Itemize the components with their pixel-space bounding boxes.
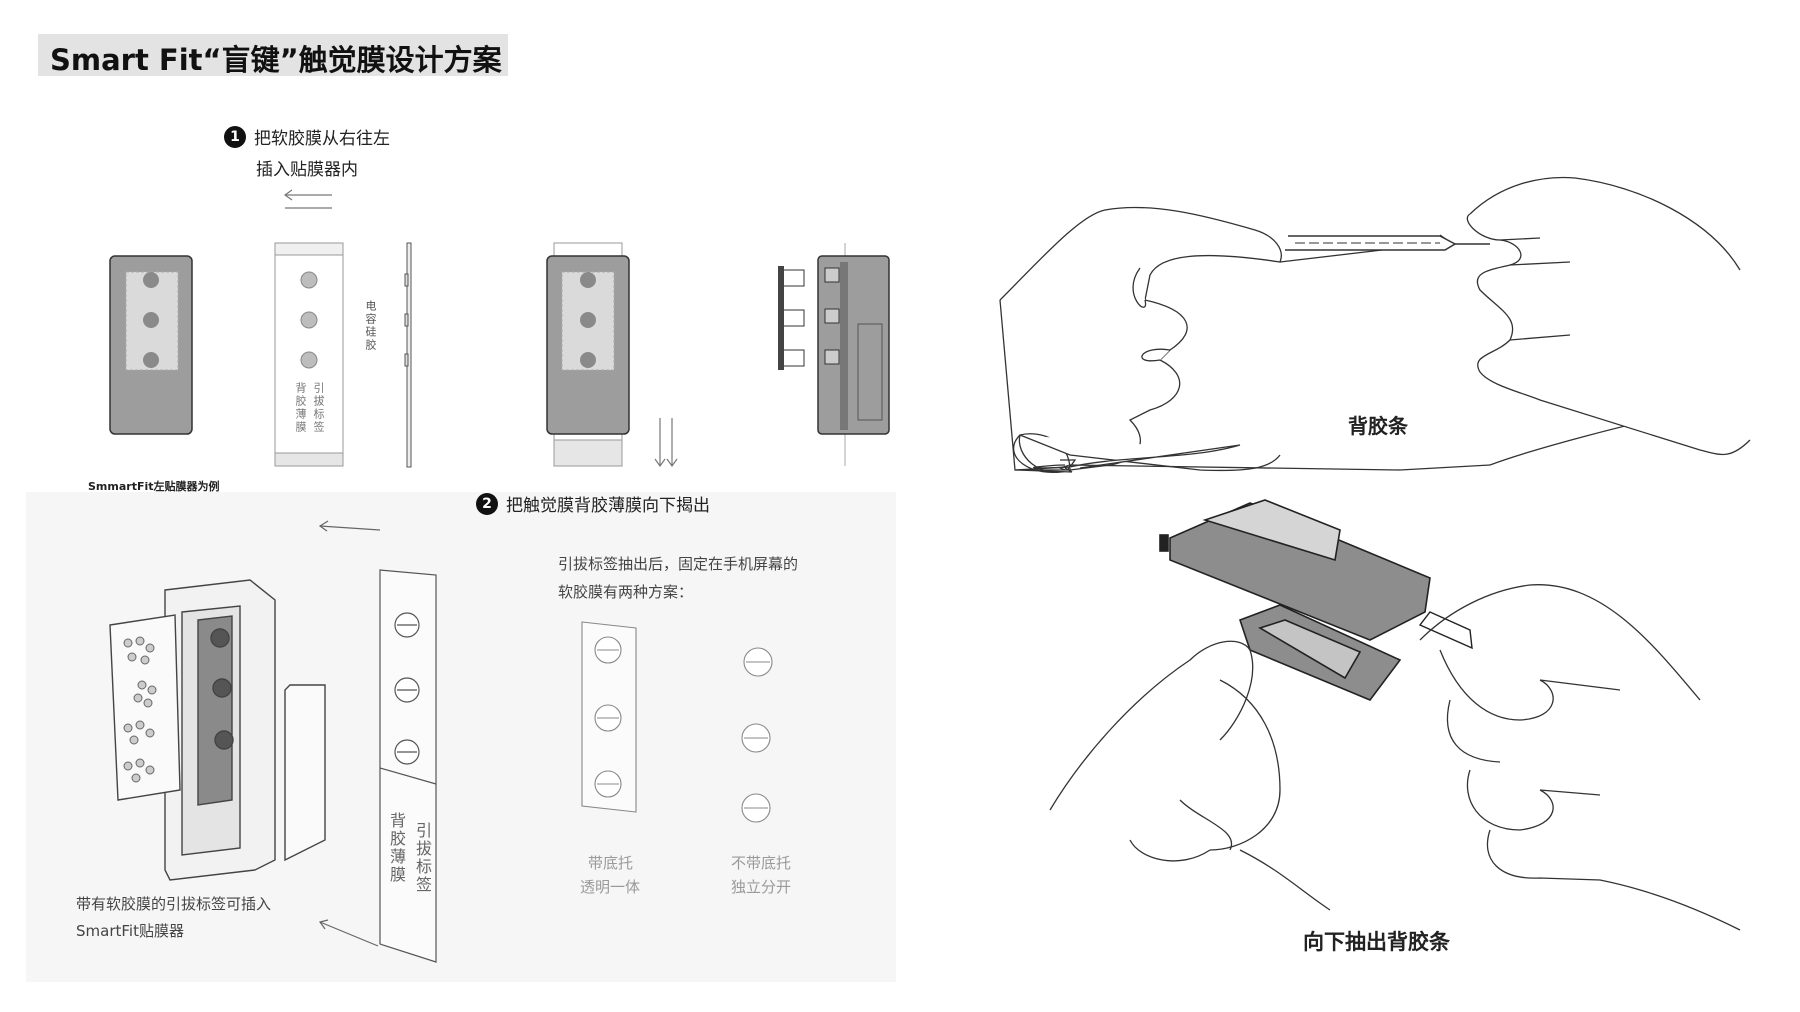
option2-label-line2: 独立分开 [731,878,792,896]
options-desc-line1: 引拔标签抽出后，固定在手机屏幕的 [558,555,799,573]
film-side-view [404,242,412,468]
applicator-device-in-hand [1159,499,1431,701]
applicator-with-film [546,242,630,467]
pull-down-strip-label: 向下抽出背胶条 [1303,930,1450,954]
capacitive-silicone-label: 电容硅胶 [364,300,377,352]
title-banner: Smart Fit“盲键”触觉膜设计方案 [38,34,508,77]
insert-arrows-icon [283,189,332,209]
step2-diagrams [109,520,773,963]
step1-header: 1 把软胶膜从右往左 [224,124,390,149]
page-title: Smart Fit“盲键”触觉膜设计方案 [50,43,502,77]
option1-label-line2: 透明一体 [580,878,641,896]
pull-down-arrows-icon [654,418,678,468]
film-back-label: 背胶薄膜 [387,812,406,884]
step2-header: 2 把触觉膜背胶薄膜向下揭出 [476,491,710,516]
option2-film-separate [741,647,773,823]
adhesive-strip-label: 背胶条 [1348,414,1408,438]
insert-caption-line2: SmartFit贴膜器 [76,922,184,940]
example-caption: SmmartFit左贴膜器为例 [88,480,220,493]
step1-number: 1 [224,125,246,148]
insert-arrow-top-icon [318,520,381,532]
pull-tab-label-small: 引拔标签 [312,382,325,434]
applicator-3d-illustration [109,579,326,881]
pull-tab-strip-icon [1418,611,1473,650]
back-film-label-small: 背胶薄膜 [294,382,307,434]
option2-label-line1: 不带底托 [731,854,792,872]
applicator-side-view [778,243,890,466]
step2-text: 把触觉膜背胶薄膜向下揭出 [506,496,710,516]
option1-label-line1: 带底托 [588,854,634,872]
step2-number: 2 [476,492,498,515]
insert-caption-line1: 带有软胶膜的引拔标签可插入 [76,895,272,913]
step1-diagrams [109,189,890,468]
option1-film-with-base [581,621,637,813]
options-desc-line2: 软胶膜有两种方案： [558,583,694,601]
insert-arrow-bottom-icon [318,919,379,947]
film-pull-label: 引拔标签 [413,822,432,894]
film-strip-3d [379,569,437,963]
adhesive-strip-icon [1285,235,1490,251]
film-strip-front [274,242,344,467]
step1-line1: 把软胶膜从右往左 [254,129,390,149]
step1-line2: 插入贴膜器内 [256,160,358,180]
applicator-front-view [109,255,193,435]
